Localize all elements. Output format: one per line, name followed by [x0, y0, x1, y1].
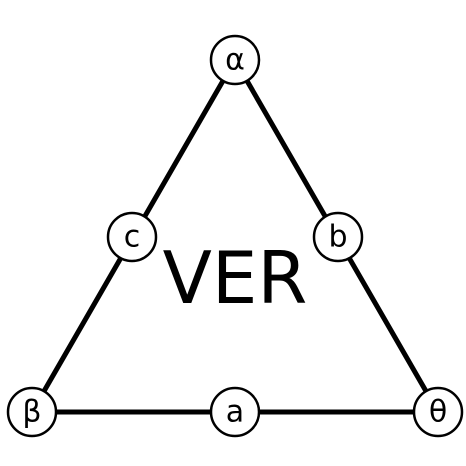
vertex-bottom-right-circle — [412, 386, 464, 438]
midpoint-left-circle — [106, 211, 158, 263]
vertex-bottom-left-circle — [6, 386, 58, 438]
vertex-top-label: α — [225, 43, 245, 78]
midpoint-left-label: c — [124, 220, 141, 255]
midpoint-right: b — [312, 211, 364, 263]
vertex-bottom-left: β — [6, 386, 58, 438]
midpoint-bottom-label: a — [226, 395, 244, 430]
vertex-bottom-right: θ — [412, 386, 464, 438]
midpoint-right-label: b — [328, 220, 347, 255]
midpoint-bottom-circle — [209, 386, 261, 438]
vertex-top: α — [209, 34, 261, 86]
vertex-top-circle — [209, 34, 261, 86]
vertex-bottom-left-label: β — [22, 395, 41, 430]
midpoint-left: c — [106, 211, 158, 263]
midpoint-bottom: a — [209, 386, 261, 438]
midpoint-right-circle — [312, 211, 364, 263]
vertex-bottom-right-label: θ — [429, 395, 447, 430]
center-label: VER — [163, 236, 308, 320]
